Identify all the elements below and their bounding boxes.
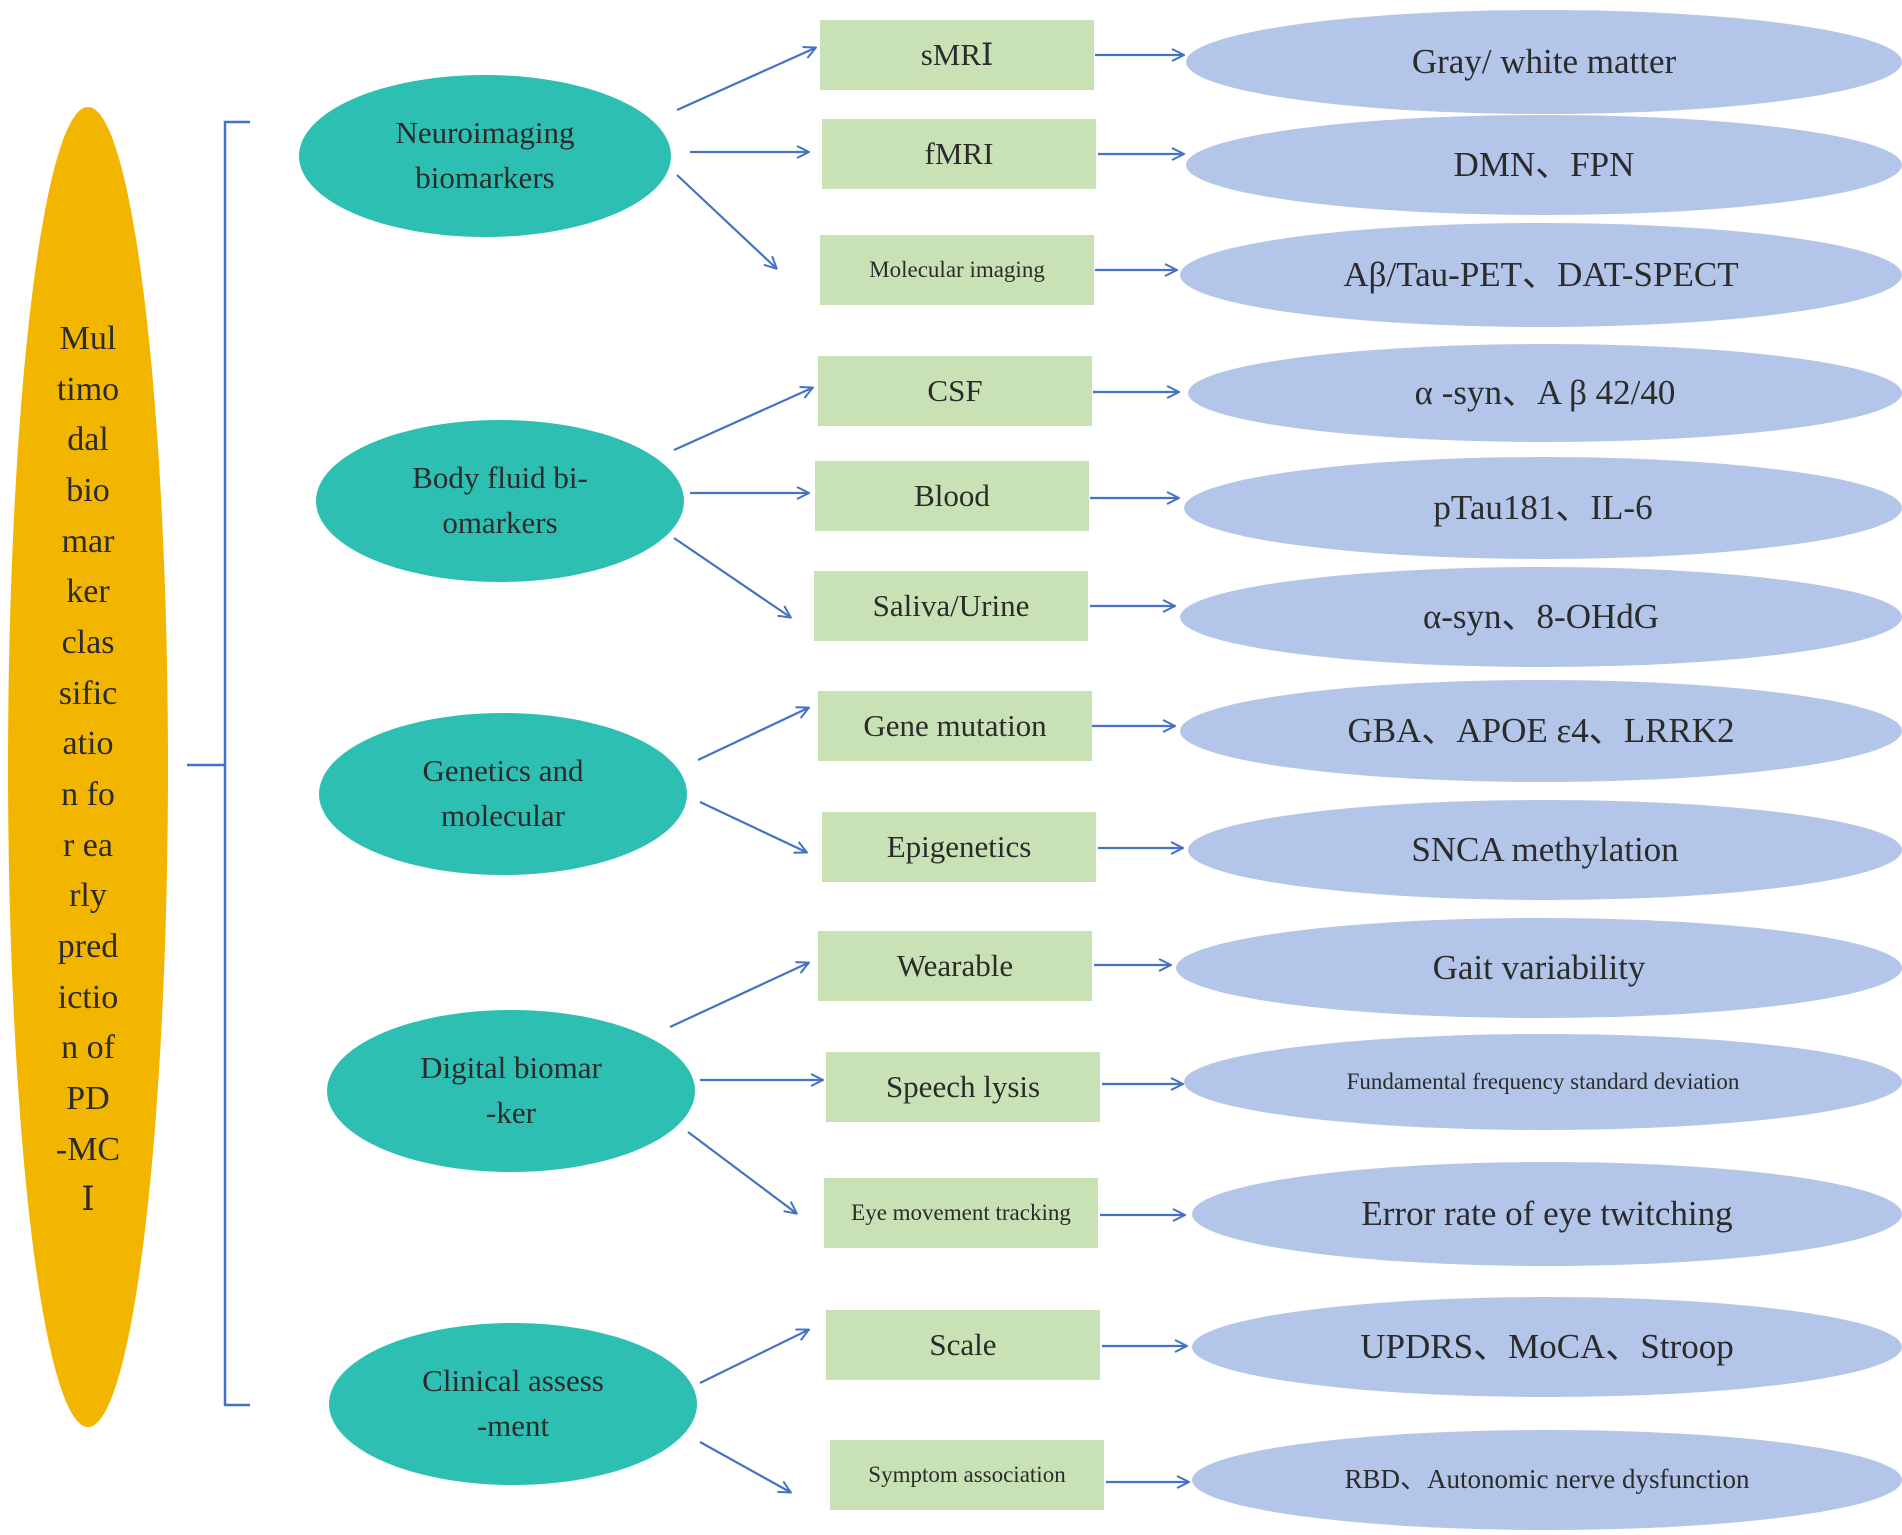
category-clinical: Clinical assess -ment [329, 1323, 697, 1485]
connector-arrow [699, 1330, 808, 1384]
example-gray-white-matter: Gray/ white matter [1186, 10, 1902, 114]
connector-arrow [699, 801, 806, 852]
example-blood-markers: pTau181、IL-6 [1184, 457, 1902, 559]
root-node: Mul timo dal bio mar ker clas sific atio… [8, 107, 168, 1427]
category-label: Genetics and molecular [422, 753, 584, 833]
method-gene-mutation: Gene mutation [818, 691, 1092, 761]
category-body-fluid: Body fluid bi- omarkers [316, 420, 684, 582]
method-label: CSF [927, 372, 983, 408]
example-label: Error rate of eye twitching [1361, 1193, 1733, 1233]
method-label: Molecular imaging [869, 257, 1045, 283]
example-label: α-syn、8-OHdG [1422, 596, 1660, 636]
method-label: fMRI [924, 135, 994, 171]
example-fundamental-frequency: Fundamental frequency standard deviation [1184, 1034, 1902, 1130]
method-label: Eye movement tracking [851, 1200, 1071, 1226]
method-speech-lysis: Speech lysis [826, 1052, 1100, 1122]
example-label: DMN、FPN [1453, 144, 1635, 184]
method-symptom-association: Symptom association [830, 1440, 1104, 1510]
category-label: Neuroimaging biomarkers [395, 115, 575, 195]
connector-arrow [669, 963, 808, 1028]
example-label: RBD、Autonomic nerve dysfunction [1344, 1464, 1750, 1495]
method-epigenetics: Epigenetics [822, 812, 1096, 882]
example-gait-variability: Gait variability [1176, 918, 1902, 1018]
example-label: UPDRS、MoCA、Stroop [1360, 1326, 1734, 1366]
method-blood: Blood [815, 461, 1089, 531]
example-clinical-scales: UPDRS、MoCA、Stroop [1192, 1297, 1902, 1397]
example-snca-methylation: SNCA methylation [1188, 800, 1902, 900]
method-wearable: Wearable [818, 931, 1092, 1001]
method-saliva-urine: Saliva/Urine [814, 571, 1088, 641]
method-molecular-imaging: Molecular imaging [820, 235, 1094, 305]
grouping-bracket [187, 120, 250, 1407]
method-scale: Scale [826, 1310, 1100, 1380]
method-label: Scale [929, 1326, 997, 1362]
category-neuroimaging: Neuroimaging biomarkers [299, 75, 671, 237]
category-digital: Digital biomar -ker [327, 1010, 695, 1172]
category-label: Body fluid bi- omarkers [412, 460, 588, 540]
connector-arrow [673, 537, 790, 617]
example-rbd-autonomic: RBD、Autonomic nerve dysfunction [1192, 1430, 1902, 1530]
example-label: GBA、APOE ε4、LRRK2 [1347, 710, 1735, 750]
connector-arrow [687, 1131, 796, 1213]
method-label: Speech lysis [885, 1068, 1041, 1104]
method-fmri: fMRI [822, 119, 1096, 189]
arrow-group [669, 48, 1188, 1492]
method-eye-movement-tracking: Eye movement tracking [824, 1178, 1098, 1248]
example-eye-twitching: Error rate of eye twitching [1192, 1162, 1902, 1266]
example-pet-spect: Aβ/Tau-PET、DAT-SPECT [1180, 223, 1902, 327]
example-saliva-markers: α-syn、8-OHdG [1180, 567, 1902, 667]
method-label: Epigenetics [886, 828, 1032, 864]
method-label: sMRⅠ [920, 36, 994, 72]
example-label: SNCA methylation [1411, 829, 1679, 869]
method-label: Wearable [896, 947, 1014, 983]
connector-arrow [676, 48, 815, 112]
connector-arrow [673, 388, 812, 452]
connector-arrow [697, 708, 808, 761]
method-label: Symptom association [868, 1462, 1066, 1488]
connector-arrow [676, 174, 776, 268]
example-label: pTau181、IL-6 [1433, 487, 1653, 527]
category-genetics: Genetics and molecular [319, 713, 687, 875]
example-dmn-fpn: DMN、FPN [1186, 115, 1902, 215]
category-label: Digital biomar -ker [420, 1050, 602, 1130]
method-label: Saliva/Urine [872, 587, 1030, 623]
example-gene-markers: GBA、APOE ε4、LRRK2 [1180, 680, 1902, 782]
category-label: Clinical assess -ment [422, 1363, 604, 1443]
example-label: Aβ/Tau-PET、DAT-SPECT [1343, 254, 1739, 294]
method-label: Blood [914, 477, 990, 513]
example-csf-markers: α -syn、A β 42/40 [1188, 344, 1902, 442]
example-label: Fundamental frequency standard deviation [1346, 1069, 1740, 1095]
example-label: α -syn、A β 42/40 [1414, 372, 1676, 412]
method-label: Gene mutation [863, 707, 1047, 743]
method-csf: CSF [818, 356, 1092, 426]
example-label: Gait variability [1432, 947, 1646, 987]
root-label: Mul timo dal bio mar ker clas sific atio… [55, 320, 121, 1219]
method-smri: sMRⅠ [820, 20, 1094, 90]
example-label: Gray/ white matter [1411, 41, 1677, 81]
connector-arrow [699, 1441, 790, 1492]
